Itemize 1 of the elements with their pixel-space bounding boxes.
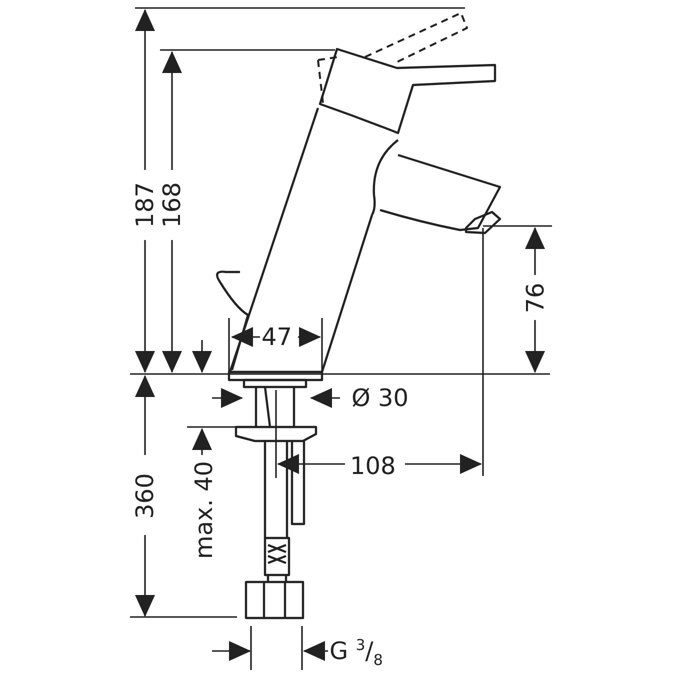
dimension-label: G $^{3}$/$_{8}$: [328, 638, 385, 668]
